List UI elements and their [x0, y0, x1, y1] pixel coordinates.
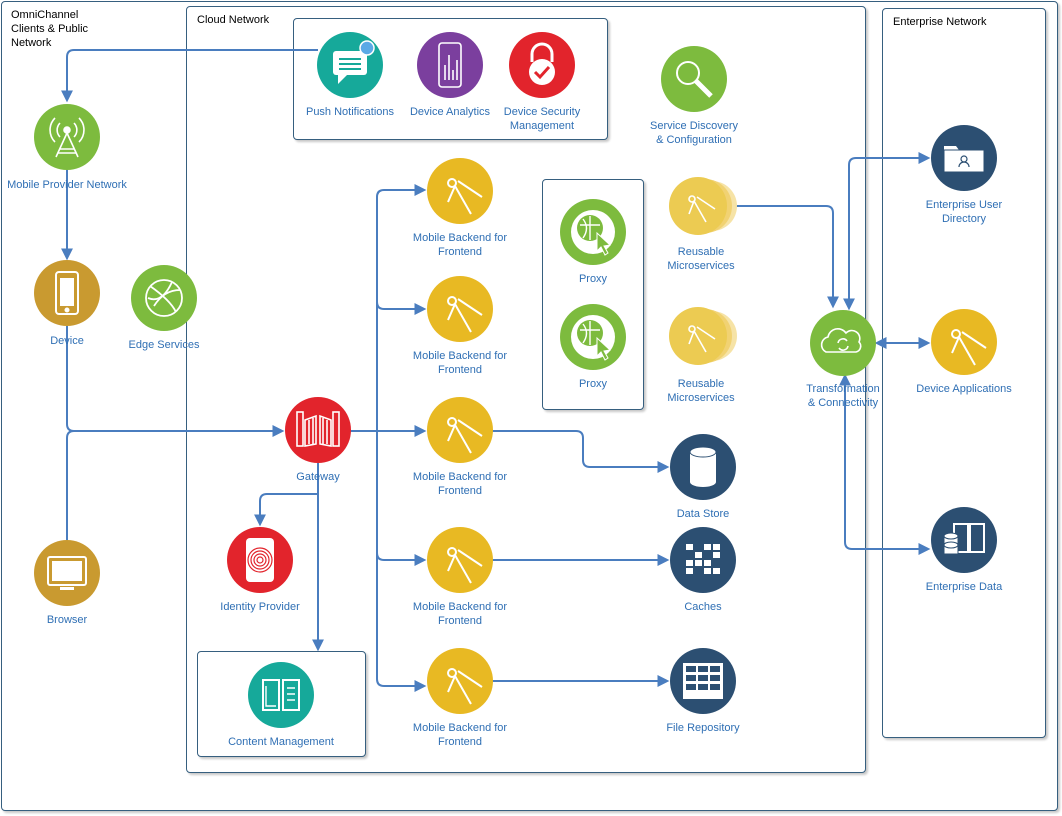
content-management-label: Content Management — [228, 736, 334, 748]
fingerprint-icon — [246, 538, 274, 582]
identity-provider-node[interactable] — [227, 527, 293, 593]
backend-node-2[interactable] — [427, 276, 493, 342]
data-store-label: Data Store — [676, 508, 730, 520]
backend-1-label: Mobile Backend for Frontend — [412, 232, 508, 258]
drafting-compass-icon — [447, 668, 483, 705]
globe-cursor-icon — [571, 315, 615, 361]
folder-user-icon — [943, 146, 985, 173]
edge-services-node[interactable] — [131, 265, 197, 331]
file-cabinet-icon — [683, 663, 723, 699]
data-store-node[interactable] — [670, 434, 736, 500]
drafting-compass-icon — [447, 417, 483, 454]
drafting-compass-icon — [688, 195, 716, 223]
device-node[interactable] — [34, 260, 100, 326]
backend-node-5[interactable] — [427, 648, 493, 714]
push-notifications-node[interactable] — [317, 32, 383, 98]
backend-node-4[interactable] — [427, 527, 493, 593]
enterprise-data-label: Enterprise Data — [925, 581, 1003, 593]
device-analytics-label: Device Analytics — [409, 106, 491, 118]
backend-node-3[interactable] — [427, 397, 493, 463]
open-book-icon — [262, 679, 300, 711]
drafting-compass-icon — [447, 547, 483, 584]
edge-browser-to-gateway — [66, 430, 75, 540]
browser-label: Browser — [46, 614, 88, 626]
edge-services-label: Edge Services — [128, 339, 200, 351]
grid-blocks-icon — [686, 544, 720, 574]
proxy-node-2[interactable] — [560, 304, 626, 370]
device-security-label: Device Security Management — [503, 106, 581, 132]
magnifier-icon — [676, 61, 713, 98]
proxy-node-1[interactable] — [560, 199, 626, 265]
enterprise-user-directory-label: Enterprise User Directory — [925, 199, 1003, 225]
edge-bus-to-backend4 — [376, 552, 427, 566]
proxy-1-label: Proxy — [578, 273, 608, 285]
smartphone-icon — [55, 271, 79, 315]
edge-backend3-to-datastore — [492, 430, 670, 473]
browser-node[interactable] — [34, 540, 100, 606]
edge-micro-to-transform — [735, 205, 839, 309]
gateway-label: Gateway — [296, 471, 340, 483]
proxy-2-label: Proxy — [578, 378, 608, 390]
book-database-icon — [943, 523, 985, 555]
drafting-compass-icon — [688, 325, 716, 353]
backend-bus — [376, 189, 424, 687]
device-applications-label: Device Applications — [916, 383, 1012, 395]
drafting-compass-icon — [447, 178, 483, 215]
database-icon — [689, 446, 717, 487]
backend-node-1[interactable] — [427, 158, 493, 224]
device-analytics-node[interactable] — [417, 32, 483, 98]
device-label: Device — [50, 335, 84, 347]
edge-gateway-to-identity — [254, 463, 319, 527]
backend-2-label: Mobile Backend for Frontend — [412, 350, 508, 376]
mobile-provider-node[interactable] — [34, 104, 100, 170]
device-applications-node[interactable] — [931, 309, 997, 375]
gate-icon — [296, 411, 340, 447]
transformation-node[interactable] — [810, 310, 876, 376]
backend-3-label: Mobile Backend for Frontend — [412, 471, 508, 497]
identity-provider-label: Identity Provider — [220, 601, 300, 613]
backend-4-label: Mobile Backend for Frontend — [412, 601, 508, 627]
globe-icon — [145, 279, 183, 317]
cloud-zone-label: Cloud Network — [197, 14, 270, 26]
service-discovery-node[interactable] — [661, 46, 727, 112]
backend-5-label: Mobile Backend for Frontend — [412, 722, 508, 748]
smartphone-chart-icon — [438, 42, 462, 88]
antenna-tower-icon — [49, 117, 85, 158]
gateway-node[interactable] — [285, 397, 351, 463]
monitor-icon — [47, 556, 87, 590]
connectors — [61, 49, 931, 692]
edge-bus-to-backend2 — [376, 301, 427, 315]
enterprise-zone-label: Enterprise Network — [893, 16, 987, 28]
service-discovery-label: Service Discovery & Configuration — [649, 120, 739, 146]
microservices-node-2[interactable] — [669, 307, 737, 365]
file-repository-node[interactable] — [670, 648, 736, 714]
notification-dot-icon — [359, 40, 375, 56]
enterprise-data-node[interactable] — [931, 507, 997, 573]
push-notifications-label: Push Notifications — [305, 106, 395, 118]
content-management-node[interactable] — [248, 662, 314, 728]
caches-node[interactable] — [670, 527, 736, 593]
padlock-check-icon — [529, 42, 555, 85]
cloud-sync-icon — [820, 328, 862, 353]
microservices-1-label: Reusable Microservices — [667, 246, 735, 272]
omnichannel-zone-label: OmniChannel Clients & Public Network — [11, 9, 89, 49]
caches-label: Caches — [684, 601, 722, 613]
microservices-node-1[interactable] — [669, 177, 737, 235]
edge-push-to-mobile-provider — [61, 49, 318, 103]
device-security-node[interactable] — [509, 32, 575, 98]
globe-cursor-icon — [571, 210, 615, 256]
microservices-2-label: Reusable Microservices — [667, 378, 735, 404]
file-repository-label: File Repository — [666, 722, 740, 734]
edge-transform-to-entdata — [839, 373, 931, 555]
mobile-provider-label: Mobile Provider Network — [7, 179, 127, 191]
edge-transform-to-userdir — [843, 152, 931, 311]
drafting-compass-icon — [447, 296, 483, 333]
chat-bubble-icon — [333, 51, 367, 84]
drafting-compass-icon — [951, 329, 987, 366]
transformation-label: Transformation & Connectivity — [806, 383, 880, 409]
enterprise-user-directory-node[interactable] — [931, 125, 997, 191]
